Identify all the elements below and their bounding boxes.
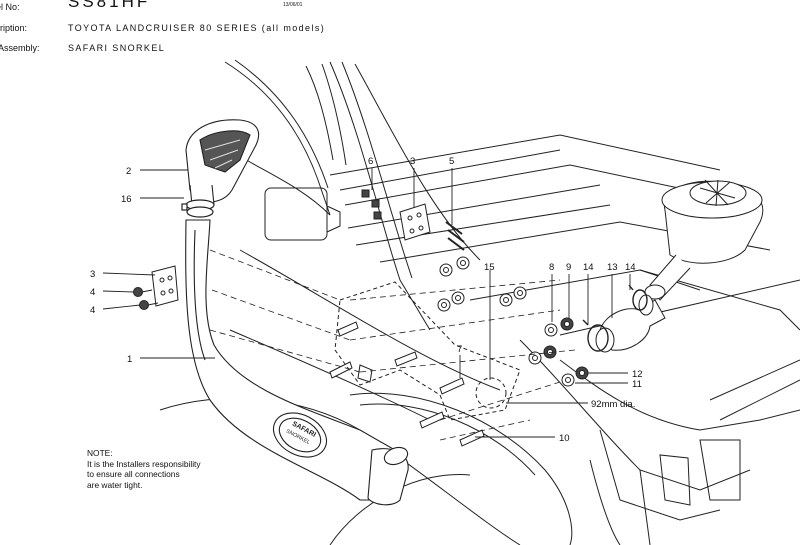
hose-clamp-14-lower	[582, 319, 609, 352]
sub-assembly-value: SAFARI SNORKEL	[68, 43, 166, 53]
callout-13: 13	[607, 262, 618, 273]
callout-16: 16	[121, 194, 132, 205]
note-line-1: It is the Installers responsibility	[87, 458, 201, 469]
callout-6: 6	[368, 156, 373, 167]
drilling-template	[209, 249, 576, 441]
intake-hose-13	[595, 294, 666, 353]
note-line-3: are water tight.	[87, 479, 143, 490]
bracket-3-top	[399, 203, 431, 241]
callout-3-left: 3	[90, 269, 95, 280]
callout-5: 5	[449, 156, 454, 167]
bracket-3-left	[151, 265, 179, 307]
callout-leaders	[102, 168, 631, 438]
callout-10: 10	[559, 433, 570, 444]
callout-9: 9	[566, 262, 571, 273]
callout-12: 12	[632, 369, 643, 380]
description-label: escription:	[0, 23, 28, 33]
note-title: NOTE:	[87, 448, 113, 458]
threaded-studs	[329, 321, 485, 447]
vehicle-outline	[159, 59, 800, 545]
callout-3-top: 3	[410, 156, 415, 167]
air-ram-head-2	[185, 119, 260, 206]
clamp-16	[181, 199, 215, 218]
callout-14-a: 14	[583, 262, 594, 273]
air-cleaner	[644, 179, 764, 301]
callout-4-a: 4	[90, 287, 95, 298]
document-date: 13/06/01	[283, 2, 303, 8]
note-line-2: to ensure all connections	[87, 469, 180, 479]
nuts-and-washers	[133, 189, 589, 387]
callout-4-b: 4	[90, 305, 95, 316]
callout-14-b: 14	[625, 262, 636, 273]
callout-8: 8	[549, 262, 554, 273]
callout-2: 2	[126, 166, 131, 177]
callout-15: 15	[484, 262, 495, 273]
callout-7: 7	[457, 344, 462, 355]
callout-numbers: 2 16 3 4 4 1 6 3 5 15 8 9 14 13 14 7 12 …	[90, 156, 643, 444]
installer-note: NOTE: It is the Installers responsibilit…	[87, 448, 257, 490]
model-no-value: SS81HF	[68, 0, 151, 11]
callout-1: 1	[127, 354, 132, 365]
model-no-label: odel No:	[0, 2, 20, 12]
dimension-label: 92mm dia.	[591, 399, 635, 410]
callout-11: 11	[632, 379, 642, 390]
description-value: TOYOTA LANDCRUISER 80 SERIES (all models…	[68, 23, 326, 33]
snorkel-body-1: SAFARI SNORKEL	[185, 219, 409, 506]
sub-assembly-label: ub Assembly:	[0, 43, 40, 53]
